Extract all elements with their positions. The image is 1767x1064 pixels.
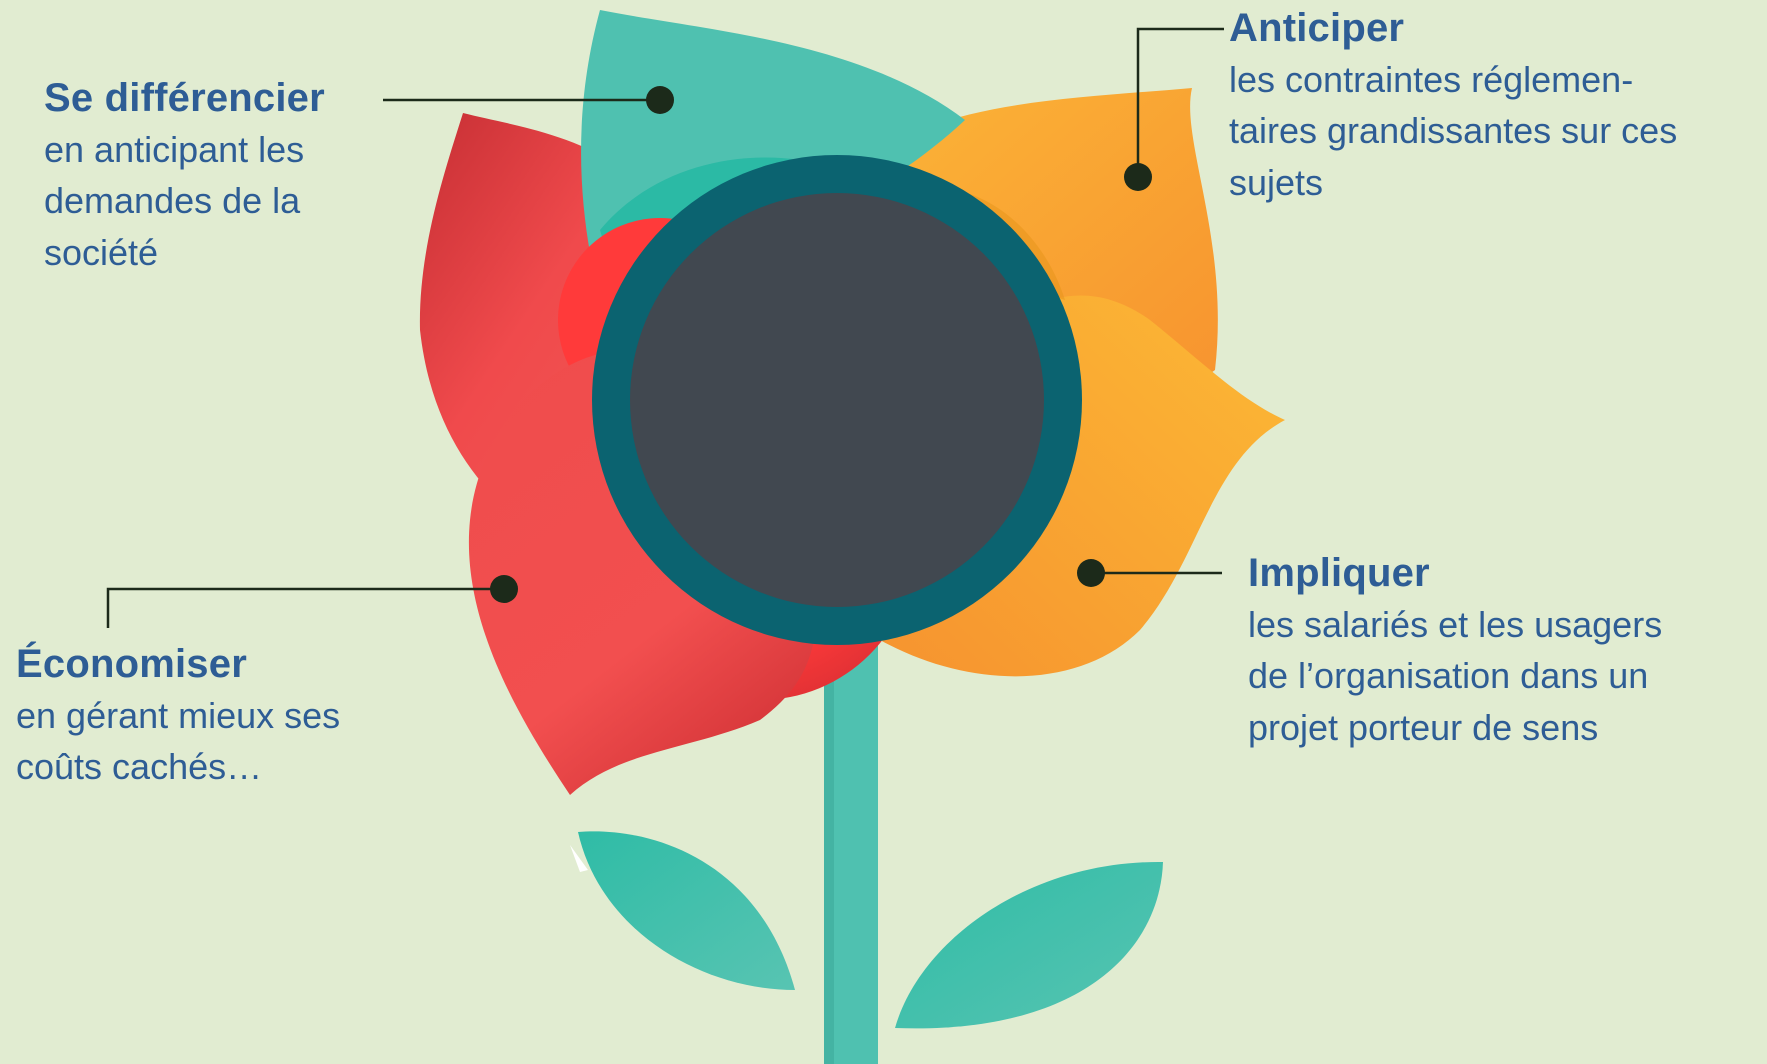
callout-text: les contraintes réglemen- taires grandis…: [1229, 59, 1678, 203]
callout-text: en gérant mieux ses coûts cachés…: [16, 695, 341, 788]
callout-title: Se différencier: [44, 76, 325, 120]
connector-dot: [646, 86, 674, 114]
callout-title: Économiser: [16, 642, 247, 686]
connector-anticiper: [1124, 27, 1224, 191]
connector-economiser: [106, 575, 518, 628]
callout-title: Impliquer: [1248, 551, 1430, 595]
callout-impliquer: Impliquer les salariés et les usagers de…: [1248, 551, 1758, 753]
left-leaf-glint: [570, 845, 588, 872]
connector-differencier: [383, 86, 674, 114]
callout-text: les salariés et les usagers de l’organis…: [1248, 604, 1663, 748]
left-leaf: [578, 831, 795, 990]
connector-dot: [1077, 559, 1105, 587]
connector-impliquer: [1077, 559, 1222, 587]
connector-dot: [490, 575, 518, 603]
callout-se-differencier: Se différencier en anticipant les demand…: [44, 76, 424, 278]
callout-title: Anticiper: [1229, 6, 1405, 50]
callout-anticiper: Anticiper les contraintes réglemen- tair…: [1229, 6, 1764, 208]
connector-dot: [1124, 163, 1152, 191]
callout-text: en anticipant les demandes de la société: [44, 129, 305, 273]
callout-economiser: Économiser en gérant mieux ses coûts cac…: [16, 642, 456, 793]
stem-shade: [824, 620, 834, 1064]
right-leaf: [895, 861, 1163, 1029]
center-disc: [630, 193, 1044, 607]
